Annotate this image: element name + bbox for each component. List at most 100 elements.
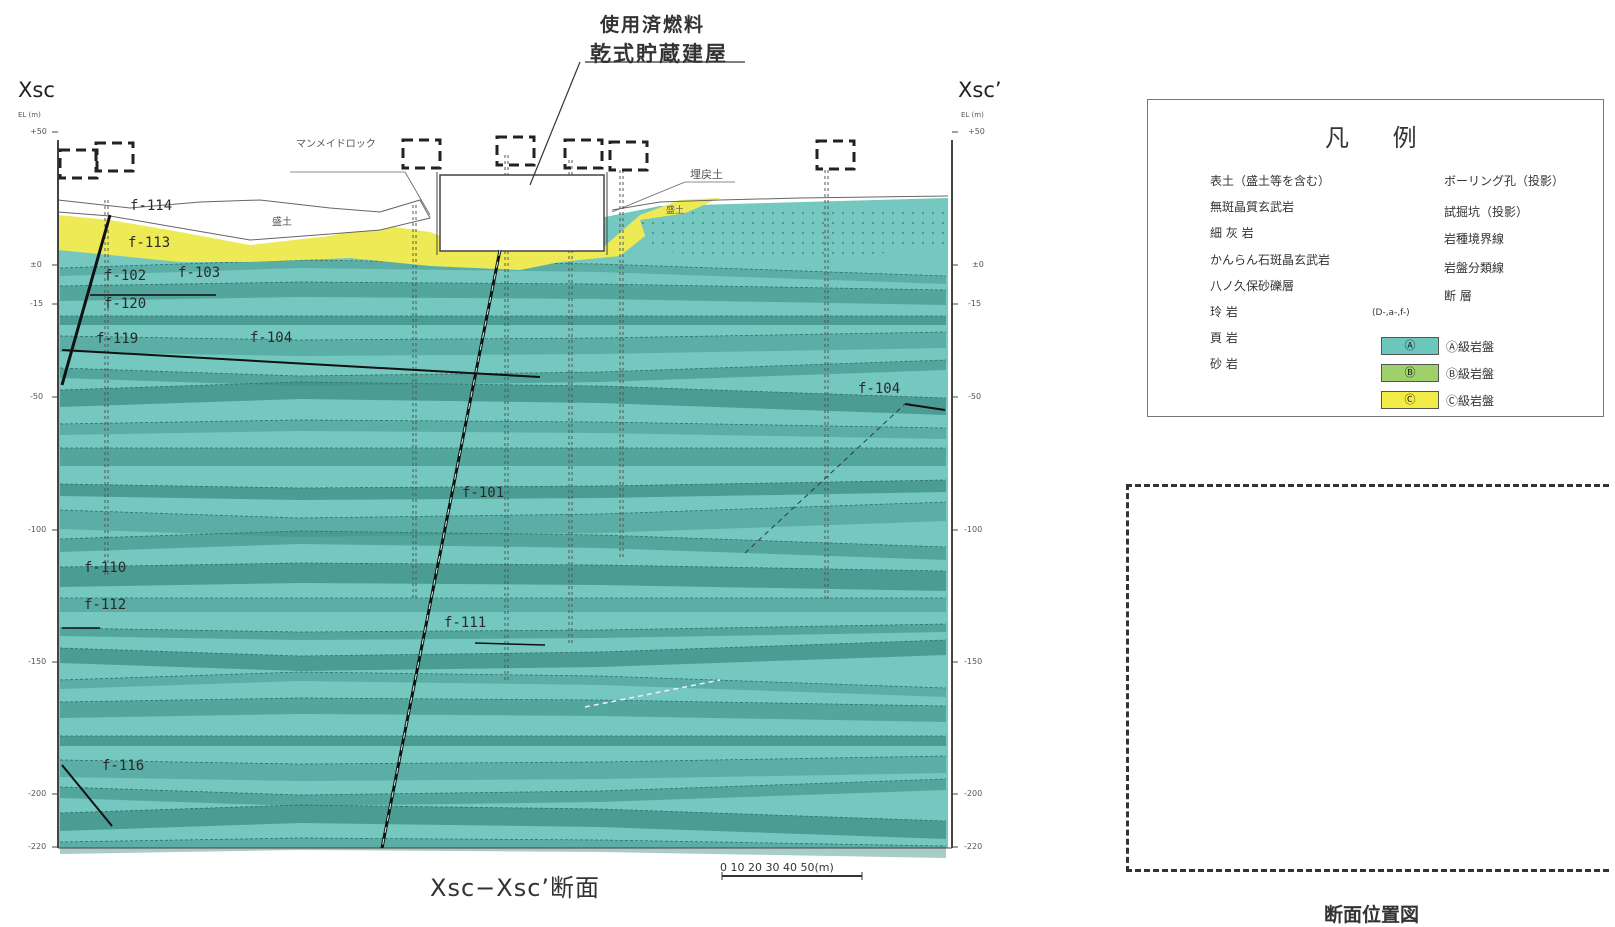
stratum-boundary <box>59 755 947 765</box>
stratum-band <box>60 698 946 722</box>
stratum-boundary <box>59 419 947 429</box>
elev-tick-left: -100 <box>28 525 47 534</box>
legend-rock-class-label: Ⓑ級岩盤 <box>1446 367 1495 381</box>
fault-label: f-104 <box>858 381 901 397</box>
rock-class-a-body <box>58 198 948 848</box>
fault-label: f-120 <box>104 296 147 312</box>
stratum-band <box>60 360 946 386</box>
rock-class-c-zone <box>58 198 720 270</box>
stratum-band <box>60 598 946 612</box>
legend-item-rock-type: 八ノ久保砂礫層 <box>1210 278 1295 293</box>
location-map-caption: 断面位置図 <box>1324 904 1420 926</box>
stratum-band <box>60 448 946 466</box>
elev-tick-left: +50 <box>30 127 47 136</box>
test-adit-box <box>401 138 442 170</box>
fill-soil-label-left: 盛土 <box>272 217 292 228</box>
elev-tick-right: -100 <box>964 525 983 534</box>
legend-rock-class-label: Ⓐ級岩盤 <box>1446 340 1495 354</box>
stratum-band <box>60 531 946 560</box>
fault-label: f-119 <box>96 331 139 347</box>
stratum-boundary <box>59 359 947 377</box>
fault-label: f-114 <box>130 198 173 214</box>
fault-lines <box>60 214 946 849</box>
elev-tick-right: -15 <box>968 299 982 308</box>
scale-bar-graphic <box>721 872 863 880</box>
legend-item-rock-type: かんらん石斑晶玄武岩 <box>1210 252 1331 267</box>
stratum-boundary <box>59 697 947 707</box>
legend-item-rock-type: 細 灰 岩 <box>1210 226 1254 241</box>
elev-tick-left: -150 <box>28 657 47 666</box>
stratum-boundary <box>59 804 947 822</box>
storage-building <box>439 174 605 252</box>
right-section-end-label: Xsc’ <box>958 78 1002 102</box>
stratum-boundary <box>59 639 947 657</box>
elev-tick-left: -220 <box>28 842 47 851</box>
elev-tick-right: -150 <box>964 657 983 666</box>
stratum-boundary <box>59 623 947 633</box>
legend-item-rock-type: 頁 岩 <box>1210 331 1238 346</box>
fault-label: f-104 <box>250 330 293 346</box>
section-location-map-frame <box>1126 484 1609 872</box>
fault-label: f-112 <box>84 597 127 613</box>
stratum-boundary <box>59 381 947 399</box>
elev-tick-right: -50 <box>968 392 982 401</box>
surface-soil <box>57 199 431 241</box>
stratum-band <box>60 332 946 356</box>
legend-item-symbol: (D-,a-,f-) <box>1372 308 1410 318</box>
stratum-band <box>60 420 946 439</box>
right-el-unit: EL (m) <box>961 111 984 119</box>
stratum-band <box>60 640 946 671</box>
stratum-band <box>60 260 946 284</box>
stratum-band <box>60 805 946 839</box>
legend-rock-class-swatch: Ⓐ <box>1381 337 1439 355</box>
left-section-end-label: Xsc <box>18 78 55 102</box>
building-label-line2: 乾式貯蔵建屋 <box>590 42 728 66</box>
stratum-boundary <box>59 501 947 519</box>
stratum-boundary <box>59 479 947 489</box>
elev-tick-left: ±0 <box>30 260 42 269</box>
stratum-band <box>60 563 946 591</box>
strata-bands <box>59 259 947 858</box>
legend-item-symbol: 岩盤分類線 <box>1444 261 1505 275</box>
test-adit-box <box>815 139 856 171</box>
fault-label: f-111 <box>444 615 487 631</box>
stratum-band <box>60 316 946 325</box>
stratum-band <box>60 624 946 640</box>
stratum-band <box>60 779 946 806</box>
legend-rock-class-label: Ⓒ級岩盤 <box>1446 394 1495 408</box>
fault-label: f-113 <box>128 235 171 251</box>
fault-label: f-110 <box>84 560 127 576</box>
elev-tick-left: -200 <box>28 789 47 798</box>
stratum-band <box>60 756 946 781</box>
test-adit-box <box>563 138 604 170</box>
stratum-boundary <box>59 530 947 548</box>
fill-soil-label-right: 盛土 <box>666 206 685 216</box>
legend-item-rock-type: 玲 岩 <box>1210 305 1238 319</box>
test-adit-box <box>58 148 99 180</box>
manmade-rock-label: マンメイドロック <box>296 139 376 150</box>
legend-item-rock-type: 表土（盛土等を含む） <box>1210 174 1331 188</box>
stratum-boundary <box>59 281 947 291</box>
legend-item-rock-type: 無斑晶質玄武岩 <box>1210 200 1295 215</box>
stratum-band <box>60 480 946 500</box>
elev-tick-right: -200 <box>964 789 983 798</box>
fault-label: f-101 <box>462 485 505 501</box>
stratum-band <box>60 502 946 537</box>
fault-label: f-103 <box>178 265 221 281</box>
stratum-band <box>60 382 946 415</box>
legend-panel <box>1147 99 1604 417</box>
stratum-boundary <box>59 562 947 572</box>
legend-title: 凡 例 <box>1325 124 1435 152</box>
left-el-unit: EL (m) <box>18 111 41 119</box>
stratum-boundary <box>59 331 947 341</box>
stratum-boundary <box>59 837 947 847</box>
legend-item-rock-type: 砂 岩 <box>1210 357 1238 372</box>
test-adit-box <box>495 135 536 167</box>
stratum-band <box>60 736 946 746</box>
test-adit-box <box>608 140 649 172</box>
stratum-boundary <box>59 778 947 796</box>
backfill-label: 埋戻土 <box>690 168 723 181</box>
legend-item-symbol: ボーリング孔（投影） <box>1444 174 1565 188</box>
section-title: Xsc−Xsc’断面 <box>430 874 601 902</box>
elev-tick-right: +50 <box>968 127 985 136</box>
